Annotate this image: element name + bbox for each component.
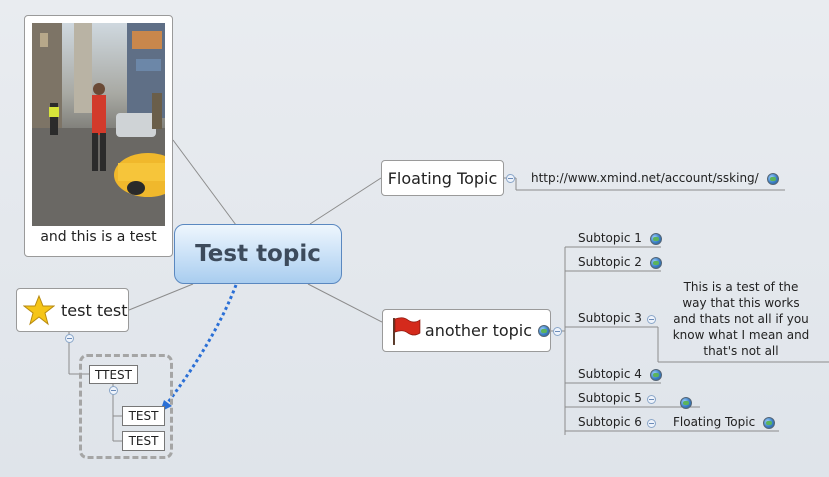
subtopic-5-label: Subtopic 5 bbox=[578, 391, 642, 405]
subtopic-6-label: Subtopic 6 bbox=[578, 415, 642, 429]
another-topic-label: another topic bbox=[424, 321, 533, 340]
subtopic-1-label: Subtopic 1 bbox=[578, 231, 642, 245]
hyperlink-label[interactable]: http://www.xmind.net/account/ssking/ bbox=[531, 171, 779, 185]
note-line: that's not all bbox=[703, 344, 779, 358]
test-topic-1[interactable]: TEST bbox=[122, 406, 165, 426]
subtopic-2-label: Subtopic 2 bbox=[578, 255, 642, 269]
image-caption: and this is a test bbox=[40, 229, 157, 245]
subtopic-6-child-topic[interactable]: Floating Topic bbox=[673, 415, 776, 429]
subtopic-6[interactable]: Subtopic 6 bbox=[578, 415, 642, 429]
subtopic-4[interactable]: Subtopic 4 bbox=[578, 367, 662, 381]
hyperlink-globe-icon[interactable] bbox=[766, 172, 779, 185]
subtopic-6-child-globe-icon[interactable] bbox=[763, 416, 776, 429]
star-icon bbox=[23, 294, 55, 326]
line-central-floating bbox=[309, 177, 382, 225]
subtopic-5-child-globe-icon[interactable] bbox=[680, 396, 692, 409]
subtopic-3-collapse-button[interactable] bbox=[647, 315, 656, 324]
note-line: This is a test of the bbox=[683, 280, 799, 294]
subtopic-5-collapse-button[interactable] bbox=[647, 395, 656, 404]
another-topic-globe-icon[interactable] bbox=[538, 324, 550, 337]
subtopic-3-label: Subtopic 3 bbox=[578, 311, 642, 325]
test-test-label: test test bbox=[61, 300, 128, 320]
note-line: way that this works bbox=[682, 296, 800, 310]
boundary[interactable] bbox=[79, 354, 173, 459]
subtopic-4-label: Subtopic 4 bbox=[578, 367, 642, 381]
another-topic-collapse-button[interactable] bbox=[553, 327, 562, 336]
line-central-another bbox=[307, 283, 383, 323]
note-line: know what I mean and bbox=[672, 328, 810, 342]
subtopic-4-globe-icon[interactable] bbox=[649, 368, 662, 381]
relationship-line bbox=[164, 284, 238, 406]
red-flag-icon bbox=[392, 316, 421, 345]
subtopic-1[interactable]: Subtopic 1 bbox=[578, 231, 662, 245]
hyperlink-text[interactable]: http://www.xmind.net/account/ssking/ bbox=[531, 171, 759, 185]
line-central-image bbox=[172, 139, 237, 226]
subtopic-3[interactable]: Subtopic 3 bbox=[578, 311, 642, 325]
ttest-topic[interactable]: TTEST bbox=[89, 365, 138, 384]
test-topic-2[interactable]: TEST bbox=[122, 431, 165, 451]
ttest-collapse-button[interactable] bbox=[109, 386, 118, 395]
floating-topic-collapse-button[interactable] bbox=[506, 174, 515, 183]
subtopic-2-globe-icon[interactable] bbox=[649, 256, 662, 269]
subtopic-6-collapse-button[interactable] bbox=[647, 419, 656, 428]
test-test-collapse-button[interactable] bbox=[65, 334, 74, 343]
note-line: and thats not all if you bbox=[673, 312, 809, 326]
subtopic-5[interactable]: Subtopic 5 bbox=[578, 391, 642, 405]
image-topic[interactable]: and this is a test bbox=[24, 15, 173, 257]
central-topic[interactable]: Test topic bbox=[174, 224, 342, 284]
subtopic-2[interactable]: Subtopic 2 bbox=[578, 255, 662, 269]
another-topic[interactable]: another topic bbox=[382, 309, 551, 352]
test-test-topic[interactable]: test test bbox=[16, 288, 129, 332]
subtopic-1-globe-icon[interactable] bbox=[649, 232, 662, 245]
subtopic-6-child-label: Floating Topic bbox=[673, 415, 756, 429]
line-central-testtest bbox=[128, 283, 194, 311]
floating-topic[interactable]: Floating Topic bbox=[381, 160, 504, 196]
street-scene-photo bbox=[32, 23, 165, 226]
subtopic-3-note[interactable]: This is a test of the way that this work… bbox=[666, 279, 816, 359]
